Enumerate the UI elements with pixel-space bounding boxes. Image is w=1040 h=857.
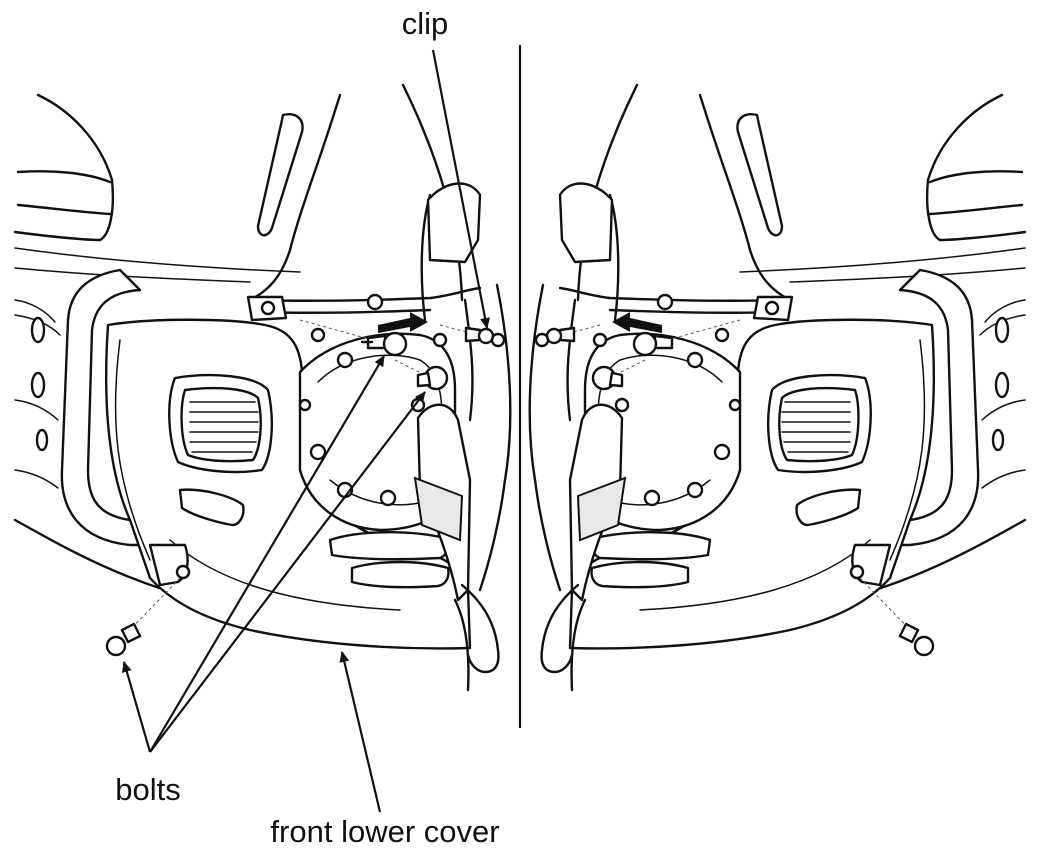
clip-label: clip (402, 6, 449, 41)
clip-leader (431, 49, 491, 329)
bolts-label: bolts (115, 772, 180, 807)
removal-arrow (378, 312, 428, 333)
left-side-view (13, 83, 512, 692)
bolts-leader-2 (149, 355, 385, 753)
bolts-leader-3 (149, 391, 426, 753)
right-side-view (528, 83, 1027, 692)
bolt-rear (105, 577, 181, 657)
bolt-lower (394, 359, 449, 391)
clip (439, 324, 506, 348)
bolt-upper (299, 319, 408, 357)
bolts-leader-1 (121, 661, 152, 753)
cover-leader (339, 651, 382, 813)
front-lower-cover-label: front lower cover (270, 814, 499, 849)
